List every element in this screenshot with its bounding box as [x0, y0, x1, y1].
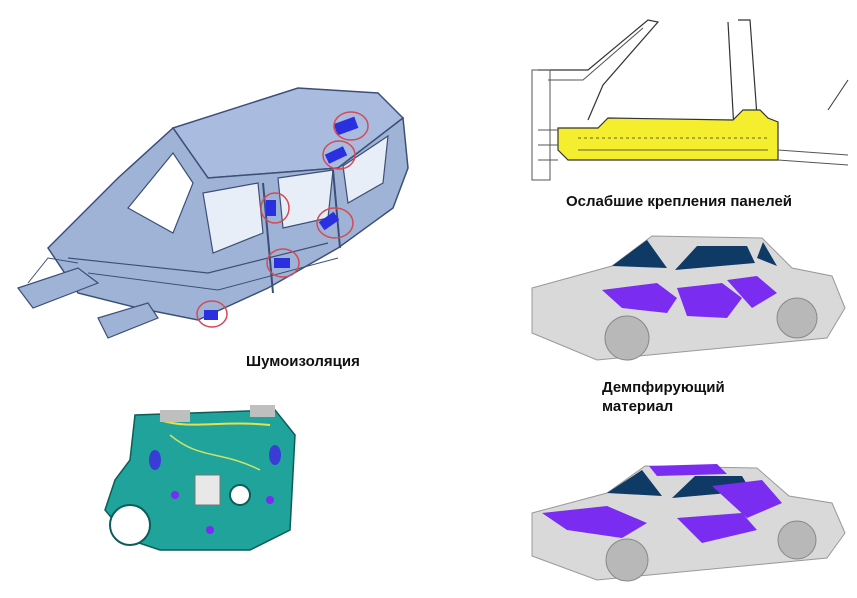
damping-car-illustration-top — [527, 228, 852, 378]
caption-sound-insulation: Шумоизоляция — [246, 353, 360, 370]
body-in-white-illustration — [8, 58, 418, 348]
caption-loose-panel-mounts: Ослабшие крепления панелей — [566, 193, 793, 210]
damping-car-illustration-bottom — [527, 458, 852, 593]
pillar-panel-illustration — [528, 10, 853, 185]
door-module-illustration — [100, 400, 300, 560]
caption-damping-line1: Демпфирующий — [602, 379, 725, 396]
caption-damping-material: Демпфирующий материал — [602, 378, 725, 416]
caption-damping-line2: материал — [602, 398, 674, 415]
